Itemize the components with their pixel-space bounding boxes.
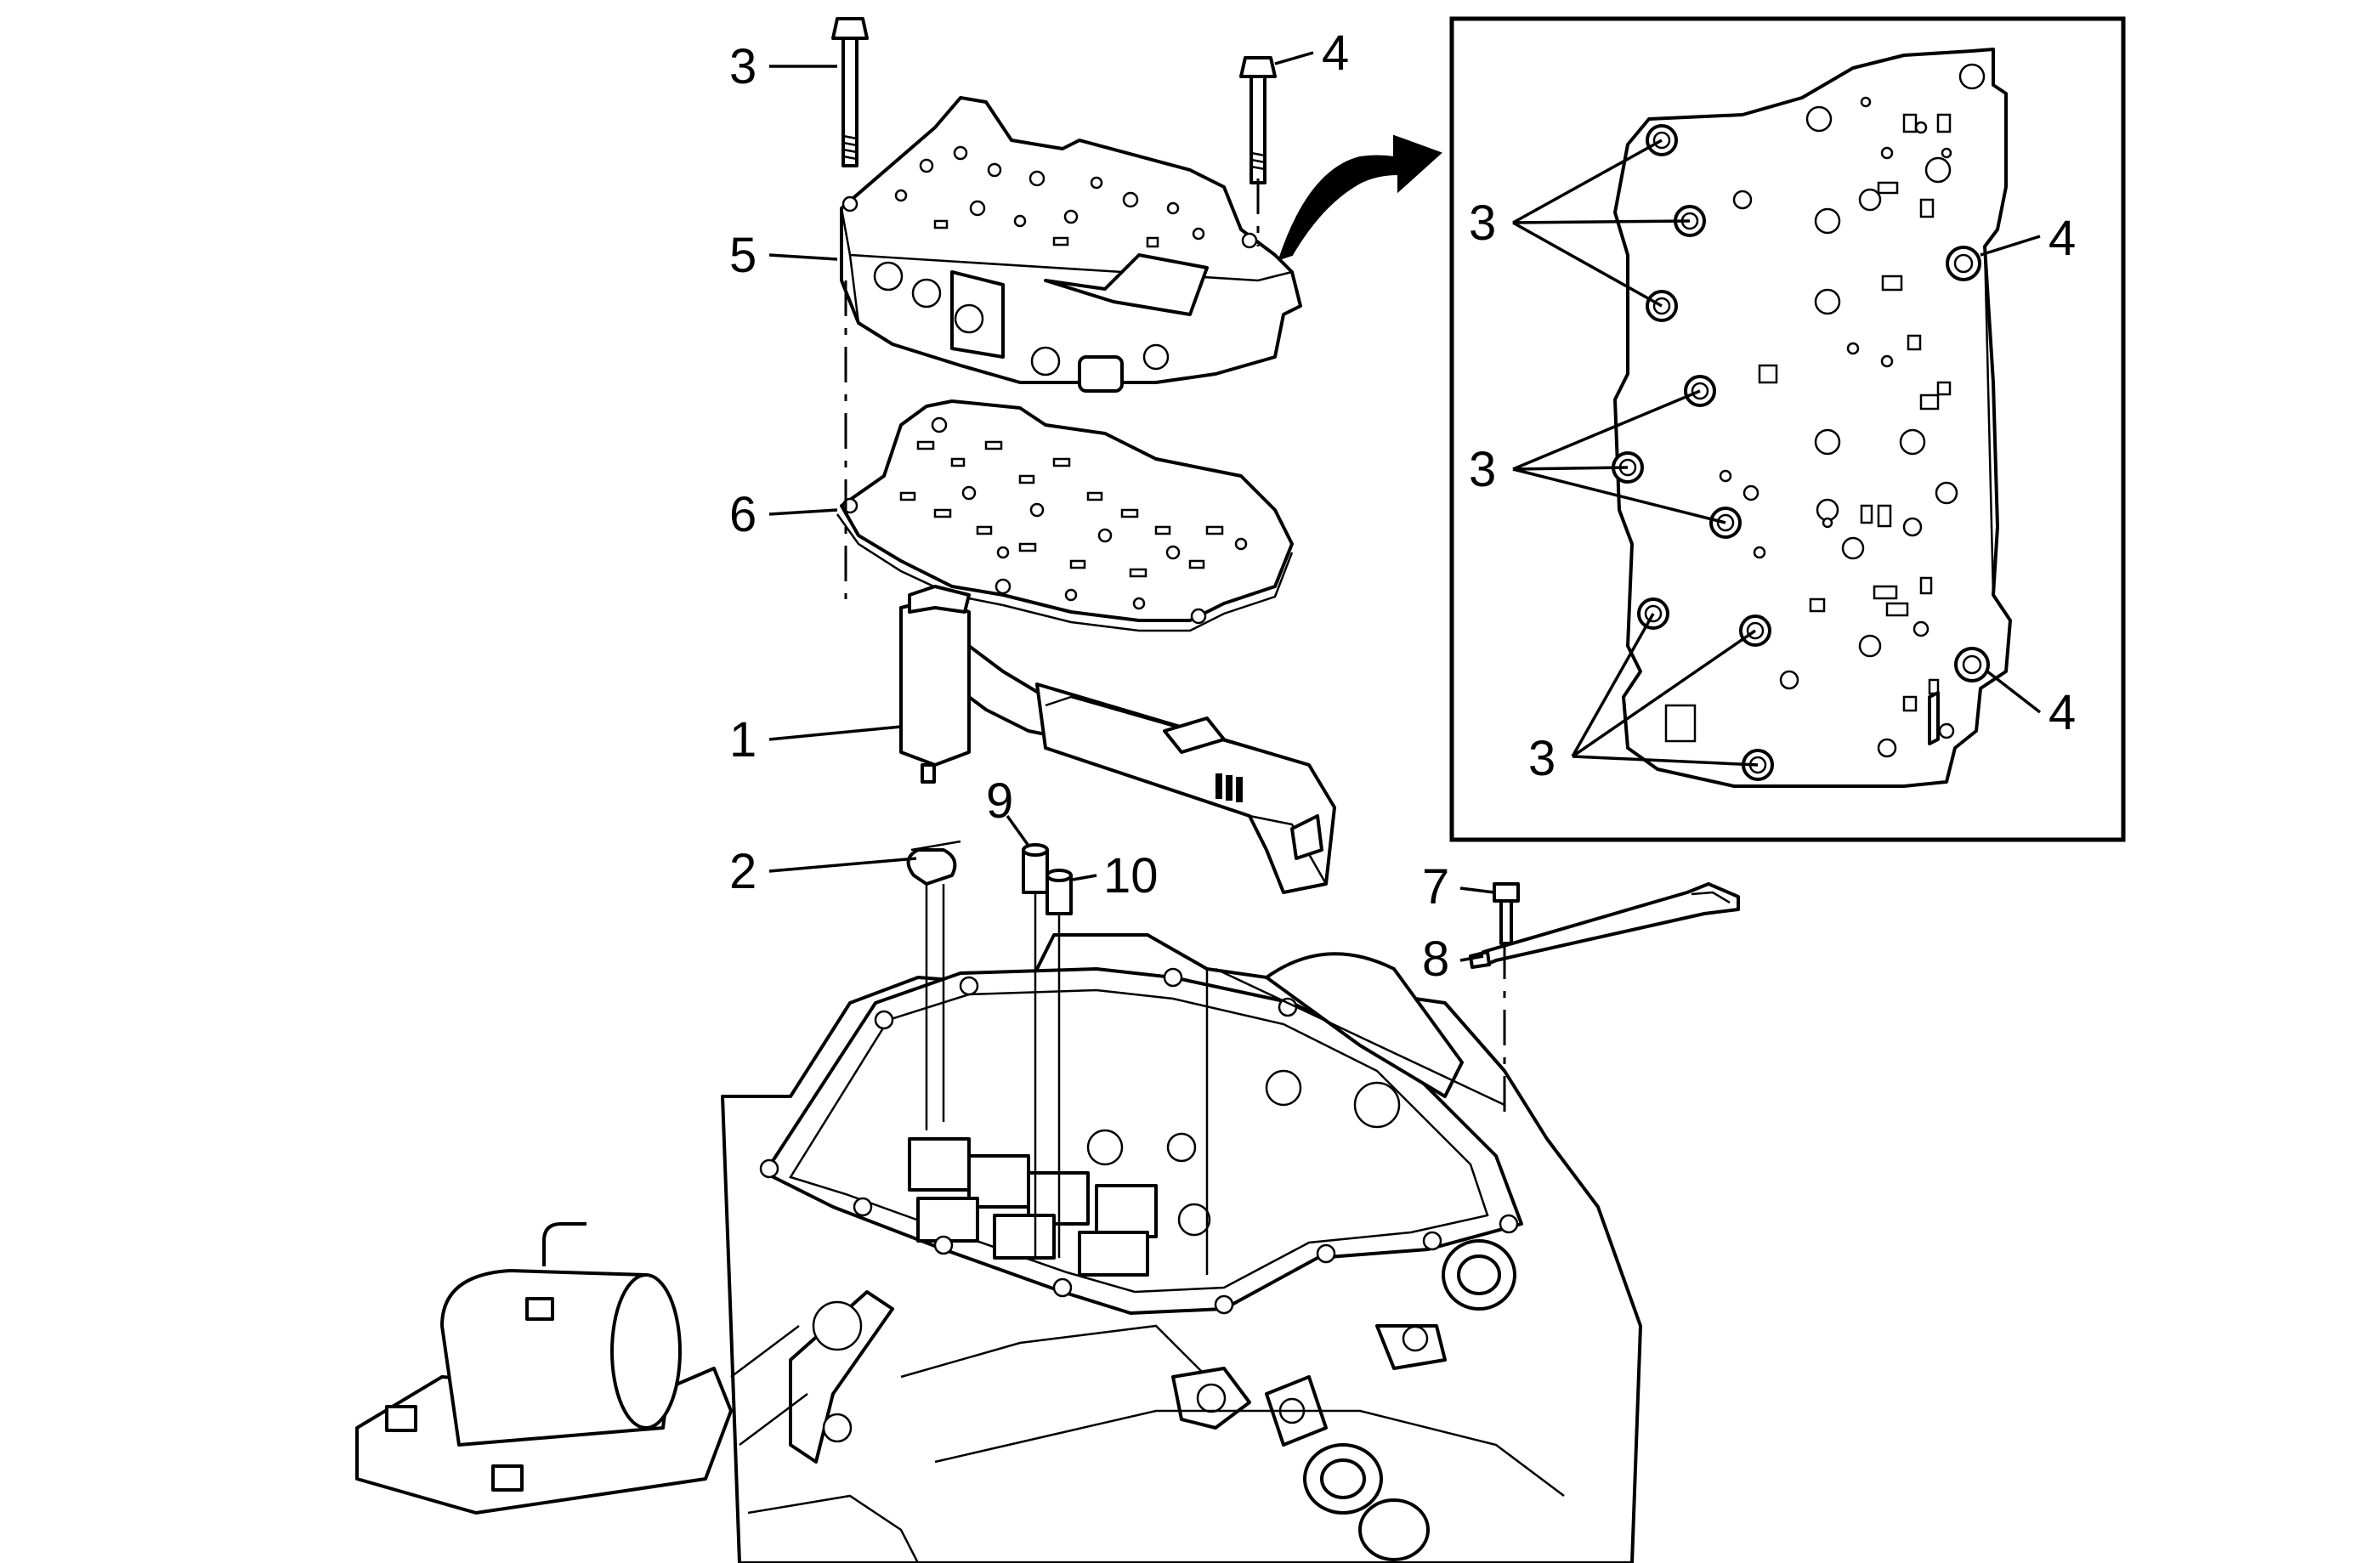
seal-9 xyxy=(1022,843,1049,894)
callout-4-bolt: 4 xyxy=(1322,25,1349,81)
control-module xyxy=(899,585,1336,894)
callout-1-control-module: 1 xyxy=(729,712,756,767)
inset-callout-4-bottom: 4 xyxy=(2048,685,2076,740)
transmission-case xyxy=(355,933,1642,1563)
callout-labels: 3 4 5 6 1 2 9 10 7 8 3 3 3 4 4 xyxy=(729,25,2076,987)
bolt-short xyxy=(1239,56,1277,184)
inset-callout-3-top: 3 xyxy=(1469,195,1496,251)
zoom-arrow xyxy=(1278,134,1442,261)
clip xyxy=(906,840,961,886)
valve-body xyxy=(840,96,1302,393)
inset-callout-3-bottom: 3 xyxy=(1528,731,1556,786)
detail-inset xyxy=(1449,16,2126,842)
callout-2-clip: 2 xyxy=(729,844,756,899)
inset-callout-4-top: 4 xyxy=(2048,211,2076,266)
spacer-plate xyxy=(836,399,1294,632)
callout-10-seal: 10 xyxy=(1103,848,1159,903)
leader-lines xyxy=(768,51,2042,962)
callout-5-valve-body: 5 xyxy=(729,228,756,283)
callout-9-seal: 9 xyxy=(986,773,1013,829)
seal-10 xyxy=(1046,869,1073,915)
callout-3-bolt: 3 xyxy=(729,39,756,94)
callout-8-bracket: 8 xyxy=(1422,932,1449,987)
bracket xyxy=(1469,882,1740,969)
bracket-bolt xyxy=(1493,882,1520,945)
callout-6-spacer-plate: 6 xyxy=(729,487,756,542)
callout-7-bolt: 7 xyxy=(1422,859,1449,915)
bolt-long xyxy=(831,17,869,167)
inset-callout-3-middle: 3 xyxy=(1469,442,1496,497)
